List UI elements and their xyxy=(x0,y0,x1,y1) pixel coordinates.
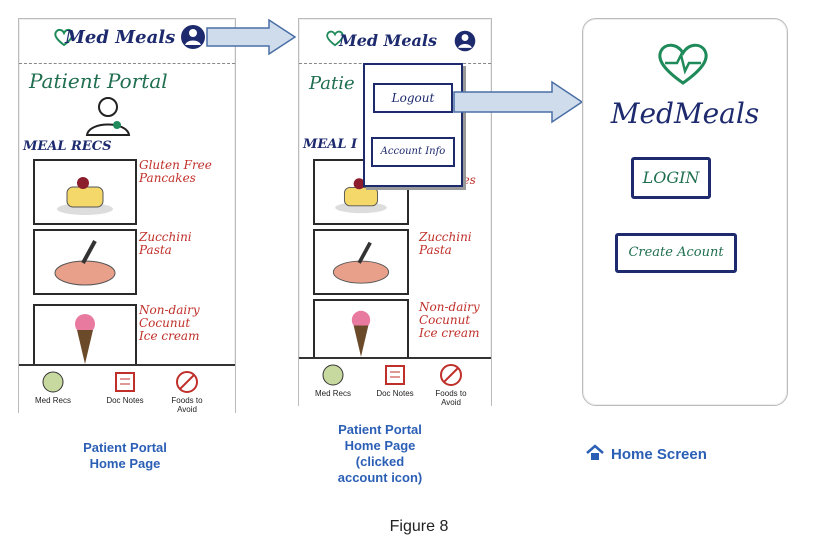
app-name: Med Meals xyxy=(65,27,176,48)
tab-bar: Med Recs Doc Notes Foods to Avoid xyxy=(19,364,235,414)
no-food-icon xyxy=(440,364,462,386)
tab-foods-to-avoid[interactable]: Foods to Avoid xyxy=(165,370,209,414)
meal-card-icecream[interactable] xyxy=(313,299,409,363)
logout-button[interactable]: Logout xyxy=(373,83,453,113)
header-bar xyxy=(19,19,235,64)
create-account-button[interactable]: Create Acount xyxy=(615,233,737,273)
user-icon xyxy=(83,95,133,142)
login-button[interactable]: LOGIN xyxy=(631,157,711,199)
tab-foods-to-avoid[interactable]: Foods to Avoid xyxy=(429,363,473,407)
section-title: MEAL I xyxy=(303,137,358,152)
meal-card-pancakes[interactable] xyxy=(33,159,137,225)
screen-patient-portal: Med Meals Patient Portal MEAL RECS Glute… xyxy=(18,18,236,414)
tab-doc-notes[interactable]: Doc Notes xyxy=(373,363,417,398)
plate-icon xyxy=(322,364,344,386)
flow-arrow-1 xyxy=(205,18,297,61)
meal-card-pasta[interactable] xyxy=(313,229,409,295)
home-icon xyxy=(585,444,605,466)
no-food-icon xyxy=(176,371,198,393)
tab-doc-notes[interactable]: Doc Notes xyxy=(103,370,147,405)
tab-med-recs[interactable]: Med Recs xyxy=(33,370,73,405)
heart-icon xyxy=(53,27,75,52)
portal-title: Patient Portal xyxy=(29,69,168,93)
caption-home-screen: Home Screen xyxy=(585,444,707,466)
account-info-button[interactable]: Account Info xyxy=(371,137,455,167)
section-title: MEAL RECS xyxy=(23,139,112,154)
flow-arrow-2 xyxy=(452,80,584,129)
account-icon[interactable] xyxy=(179,23,207,56)
screen-home: MedMeals LOGIN Create Acount xyxy=(582,18,788,406)
app-name: MedMeals xyxy=(610,97,760,130)
meal-card-icecream[interactable] xyxy=(33,304,137,368)
plate-icon xyxy=(42,371,64,393)
notes-icon xyxy=(115,372,135,392)
account-icon[interactable] xyxy=(453,29,477,58)
meal-card-pasta[interactable] xyxy=(33,229,137,295)
tab-med-recs[interactable]: Med Recs xyxy=(313,363,353,398)
portal-title: Patie xyxy=(309,73,355,94)
heart-logo-icon xyxy=(655,39,711,92)
notes-icon xyxy=(385,365,405,385)
account-dropdown-menu: Logout Account Info xyxy=(363,63,463,187)
heart-icon xyxy=(325,29,345,52)
app-name: Med Meals xyxy=(339,31,437,50)
figure-caption: Figure 8 xyxy=(389,518,449,535)
tab-bar: Med Recs Doc Notes Foods to Avoid xyxy=(299,357,491,407)
